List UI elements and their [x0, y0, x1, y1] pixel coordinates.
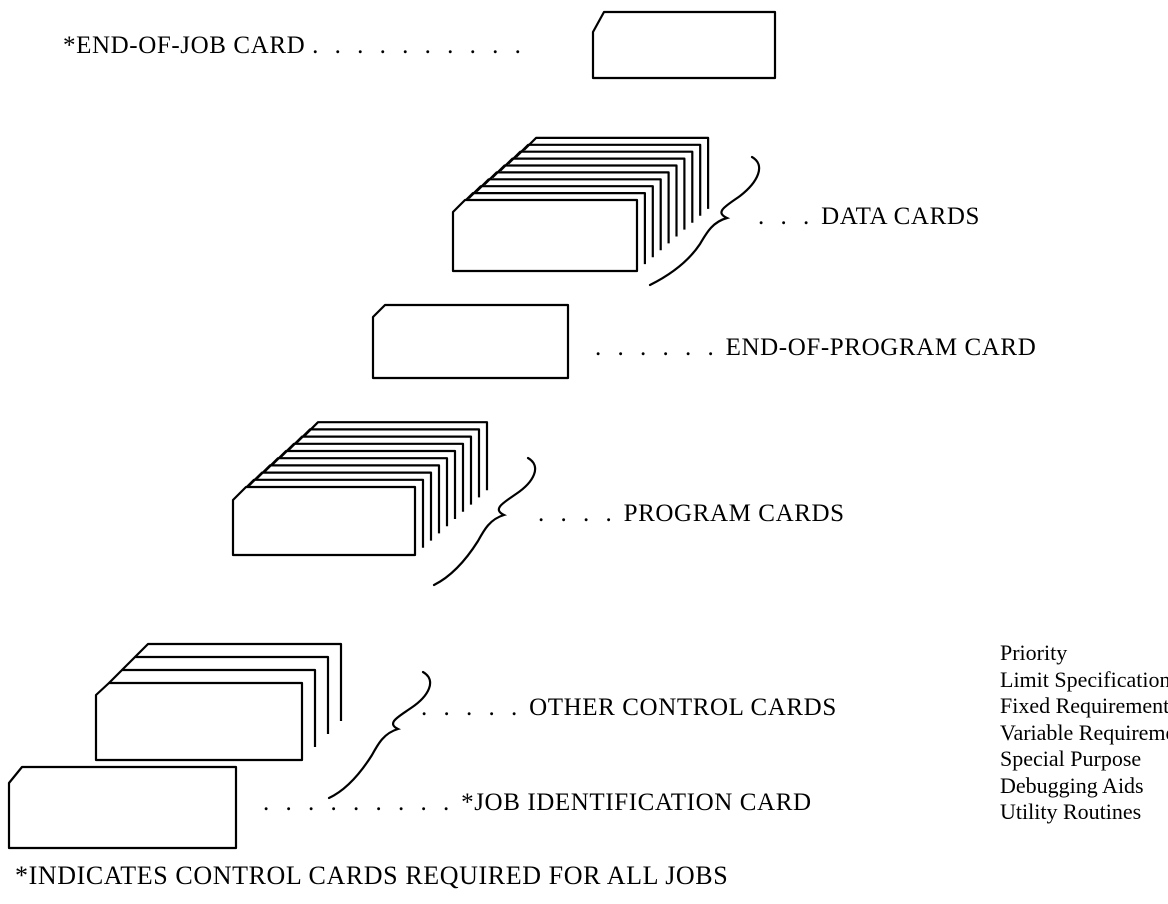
other-control-cards-text: OTHER CONTROL CARDS [529, 694, 837, 721]
data-cards-deck [460, 136, 710, 265]
end-of-job-label: *END-OF-JOB CARD . . . . . . . . . . [63, 32, 526, 60]
program-cards-front [231, 485, 417, 557]
control-card-outline [134, 642, 343, 721]
end-of-program-text: END-OF-PROGRAM CARD [725, 334, 1037, 361]
other-control-cards-brace [327, 670, 432, 800]
end-of-program-label: . . . . . . END-OF-PROGRAM CARD [595, 334, 1036, 362]
other-control-cards-deck [108, 642, 343, 747]
control-card-type: Debugging Aids [1000, 772, 1144, 798]
control-card-outline [108, 668, 317, 747]
data-cards-leader: . . . [758, 203, 815, 230]
program-cards-brace [432, 456, 537, 587]
footnote: *INDICATES CONTROL CARDS REQUIRED FOR AL… [15, 861, 729, 890]
other-control-cards-label: . . . . . OTHER CONTROL CARDS [421, 694, 837, 722]
control-card-type: Priority [1000, 640, 1068, 665]
program-cards-text: PROGRAM CARDS [623, 500, 845, 527]
control-card-type: Special Purpose [1000, 746, 1142, 771]
end-of-job-text: *END-OF-JOB CARD [63, 32, 306, 59]
other-control-cards-front [94, 681, 304, 762]
control-card-types-list: Priority Limit Specifications Fixed Requ… [1000, 640, 1168, 826]
data-cards-brace [648, 155, 761, 287]
control-card-type: Fixed Requirements [1000, 693, 1168, 718]
end-of-program-card [371, 303, 570, 380]
end-of-job-leader: . . . . . . . . . . [312, 32, 526, 59]
data-cards-front [451, 198, 639, 273]
end-of-program-leader: . . . . . . [595, 334, 719, 361]
control-card-type: Utility Routines [1000, 799, 1142, 824]
job-identification-leader: . . . . . . . . . [263, 789, 455, 816]
job-identification-card [7, 765, 238, 850]
data-cards-text: DATA CARDS [821, 203, 981, 230]
control-card-type: Variable Requirements [1000, 719, 1168, 745]
job-identification-label: . . . . . . . . . *JOB IDENTIFICATION CA… [263, 789, 812, 817]
control-card-outline [121, 655, 330, 734]
control-card-type: Limit Specifications [1000, 666, 1168, 692]
other-control-cards-leader: . . . . . [421, 694, 523, 721]
program-cards-leader: . . . . [538, 500, 617, 527]
job-identification-text: *JOB IDENTIFICATION CARD [461, 789, 812, 816]
end-of-job-card [591, 10, 777, 80]
data-cards-label: . . . DATA CARDS [758, 203, 980, 231]
program-cards-deck [240, 421, 489, 548]
program-cards-label: . . . . PROGRAM CARDS [538, 500, 845, 528]
